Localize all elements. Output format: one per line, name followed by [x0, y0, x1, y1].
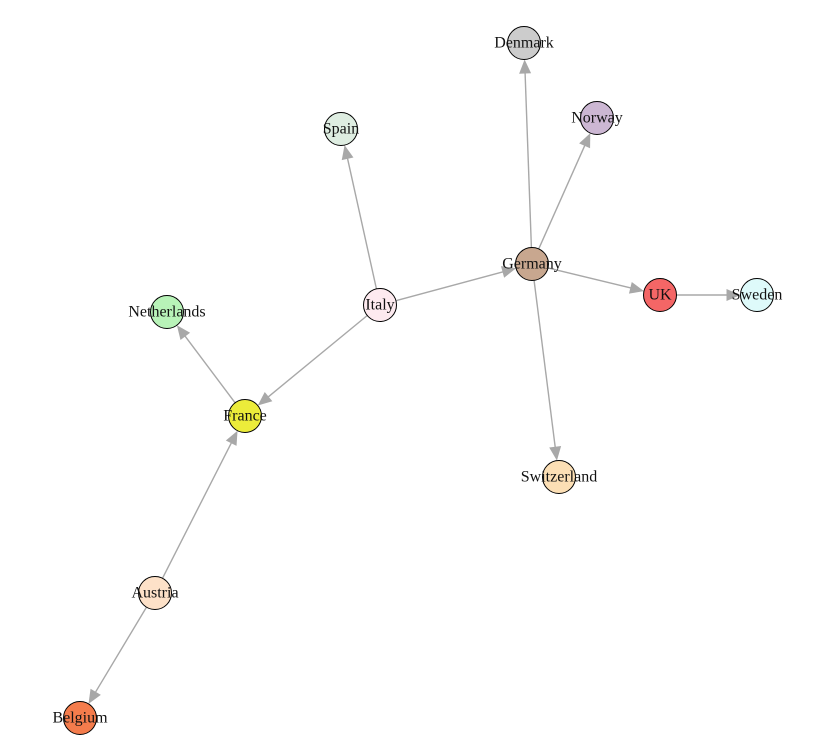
node-denmark[interactable]: Denmark: [494, 26, 554, 60]
node-circle: [63, 701, 97, 735]
node-norway[interactable]: Norway: [571, 101, 623, 135]
edge-austria-france: [161, 430, 238, 579]
arrowhead: [88, 688, 101, 704]
edges-layer: [88, 59, 741, 704]
node-label: UK: [648, 287, 672, 304]
node-circle: [515, 247, 549, 281]
arrowhead: [726, 289, 741, 301]
edge-germany-denmark: [519, 59, 533, 248]
node-circle: [580, 101, 614, 135]
arrowhead: [176, 325, 191, 340]
node-circle: [324, 112, 358, 146]
edge-austria-belgium: [88, 606, 148, 704]
node-circle: [363, 288, 397, 322]
edge-line: [94, 606, 148, 694]
node-belgium[interactable]: Belgium: [52, 701, 108, 735]
node-label: France: [223, 408, 267, 425]
edge-line: [538, 143, 587, 250]
edge-line: [161, 441, 233, 579]
node-label: Denmark: [494, 35, 554, 52]
arrowhead: [549, 445, 562, 461]
node-austria[interactable]: Austria: [131, 576, 179, 610]
node-label: Austria: [131, 585, 178, 602]
arrowhead: [225, 430, 238, 446]
edge-line: [266, 314, 368, 399]
node-france[interactable]: France: [223, 399, 267, 433]
node-label: Italy: [365, 297, 394, 314]
edge-line: [547, 267, 633, 289]
node-germany[interactable]: Germany: [502, 247, 562, 281]
node-label: Germany: [502, 256, 562, 273]
node-label: Netherlands: [128, 304, 205, 321]
edge-line: [533, 280, 557, 449]
node-label: Norway: [571, 110, 623, 127]
edge-line: [346, 156, 378, 290]
node-circle: [150, 295, 184, 329]
arrowhead: [628, 281, 644, 294]
node-circle: [643, 278, 677, 312]
edge-italy-france: [257, 314, 368, 406]
node-italy[interactable]: Italy: [363, 288, 397, 322]
edge-italy-spain: [341, 145, 378, 290]
node-circle: [138, 576, 172, 610]
node-netherlands[interactable]: Netherlands: [128, 295, 206, 329]
node-label: Sweden: [732, 287, 783, 304]
node-sweden[interactable]: Sweden: [732, 278, 783, 312]
edge-line: [183, 334, 236, 404]
node-switzerland[interactable]: Switzerland: [521, 460, 597, 494]
edge-germany-norway: [538, 133, 591, 250]
node-uk[interactable]: UK: [643, 278, 677, 312]
arrowhead: [579, 133, 591, 149]
node-circle: [228, 399, 262, 433]
node-label: Belgium: [52, 710, 108, 727]
edge-germany-switzerland: [533, 280, 562, 461]
edge-uk-sweden: [676, 289, 741, 301]
edge-germany-uk: [547, 267, 644, 294]
node-label: Switzerland: [521, 469, 597, 486]
edge-line: [395, 270, 505, 302]
arrowhead: [257, 391, 273, 406]
node-spain[interactable]: Spain: [323, 112, 359, 146]
arrowhead: [500, 266, 517, 278]
arrowhead: [341, 145, 354, 161]
node-circle: [740, 278, 774, 312]
node-circle: [507, 26, 541, 60]
arrowhead: [519, 59, 532, 74]
node-circle: [542, 460, 576, 494]
edge-italy-germany: [395, 266, 517, 302]
edge-france-netherlands: [176, 325, 236, 404]
node-label: Spain: [323, 121, 359, 138]
edge-line: [524, 71, 533, 248]
